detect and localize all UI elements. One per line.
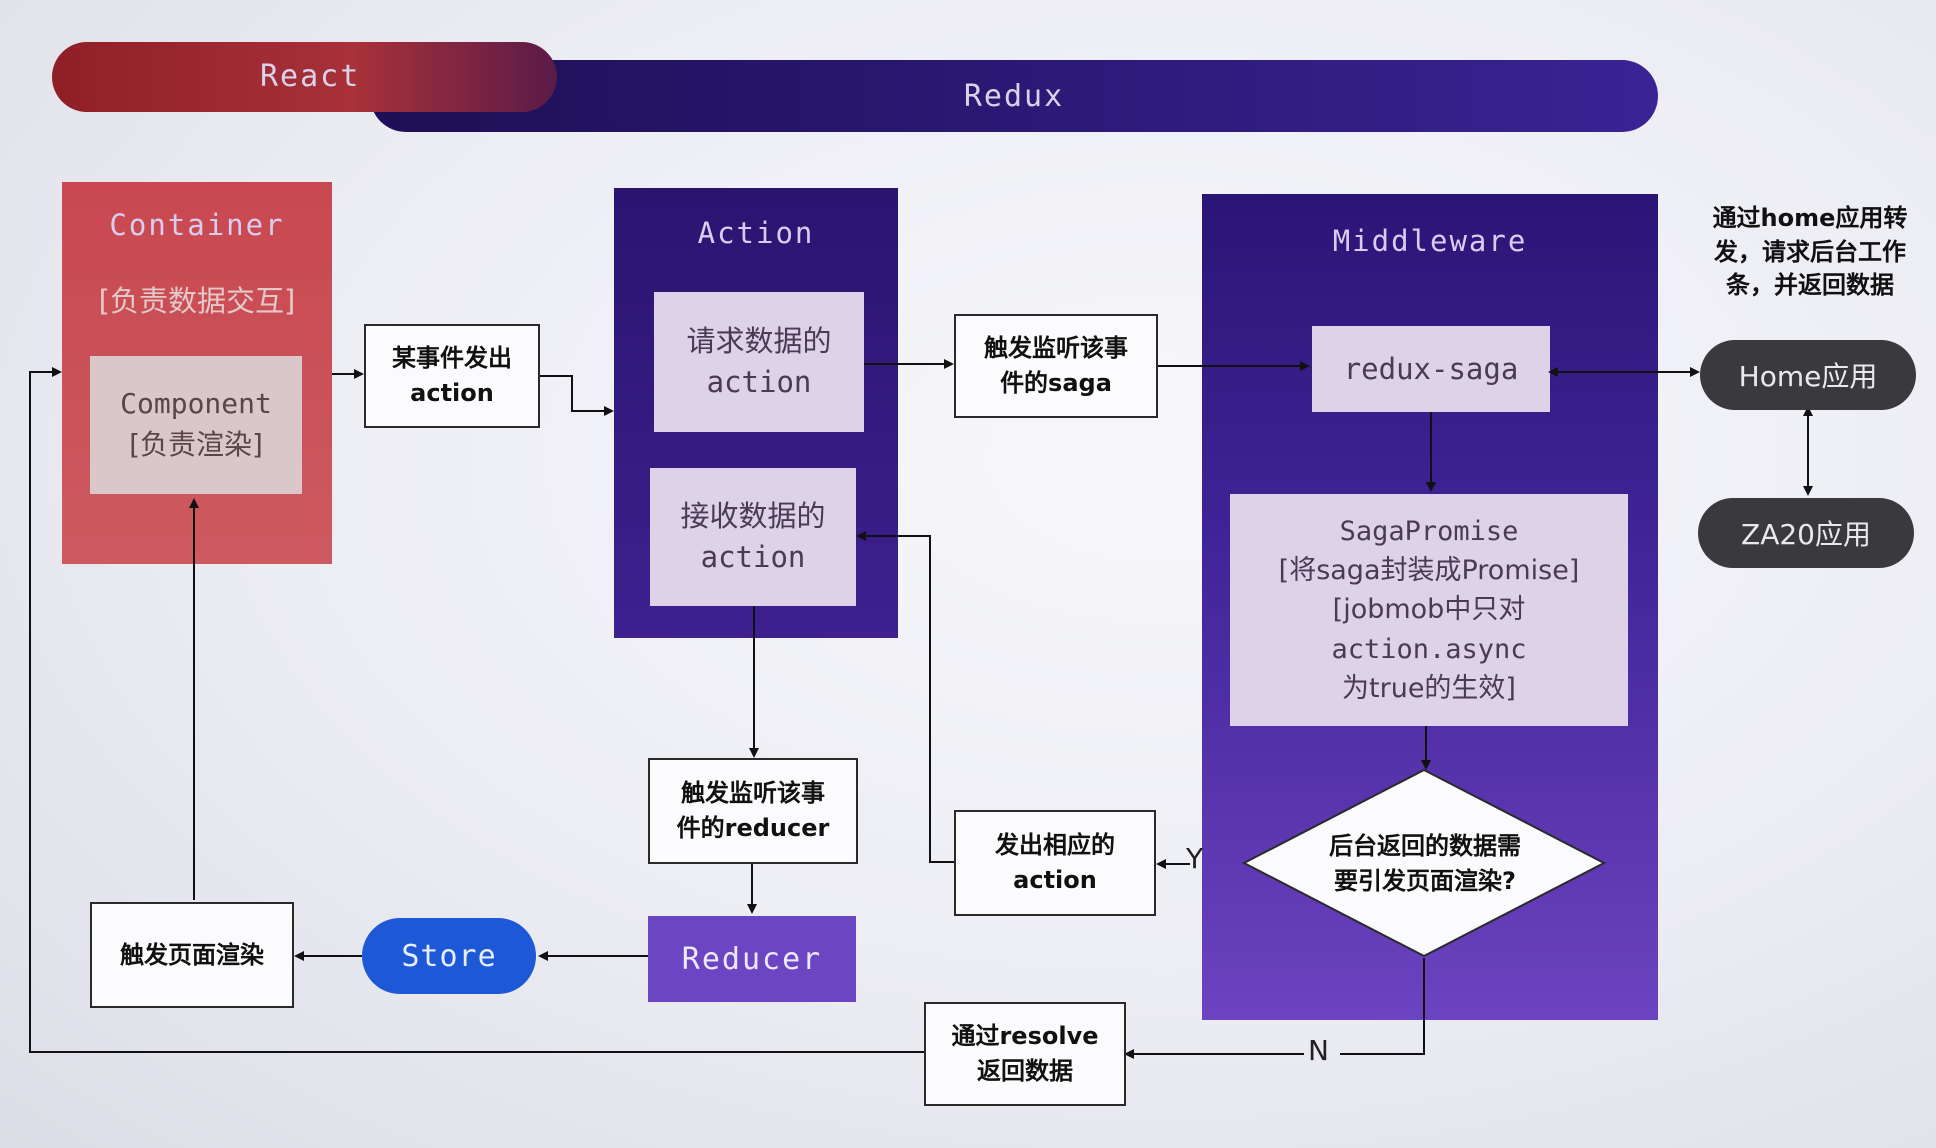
emit-action-line1: 发出相应的 bbox=[995, 831, 1115, 860]
request-action-line1: 请求数据的 bbox=[686, 324, 832, 359]
resolve-line2: 返回数据 bbox=[977, 1057, 1073, 1085]
saga-promise-line4: action.async bbox=[1331, 633, 1527, 665]
event-action-line1: 某事件发出 bbox=[392, 344, 512, 373]
saga-promise-line3: [jobmob中只对 bbox=[1332, 594, 1526, 626]
store-node: Store bbox=[362, 918, 536, 994]
resolve-line1: 通过resolve bbox=[951, 1022, 1099, 1051]
note-line3: 条，并返回数据 bbox=[1726, 271, 1894, 300]
saga-promise-line5: 为true的生效] bbox=[1342, 672, 1516, 704]
receive-action-line2: action bbox=[700, 540, 806, 574]
no-label: N bbox=[1308, 1034, 1329, 1067]
emit-action-line2: action bbox=[1013, 866, 1097, 894]
receive-action-line1: 接收数据的 bbox=[680, 499, 826, 534]
decision-line2: 要引发页面渲染? bbox=[1334, 867, 1516, 895]
action-panel: Action 请求数据的 action 接收数据的 action bbox=[614, 188, 898, 638]
request-action-line2: action bbox=[706, 365, 812, 399]
home-app-node: Home应用 bbox=[1700, 340, 1916, 410]
trigger-saga-box: 触发监听该事 件的saga bbox=[954, 314, 1158, 418]
za20-app-node: ZA20应用 bbox=[1698, 498, 1914, 568]
saga-promise-box: SagaPromise [将saga封装成Promise] [jobmob中只对… bbox=[1230, 494, 1628, 726]
container-subtitle: [负责数据交互] bbox=[98, 284, 296, 318]
decision-text: 后台返回的数据需 要引发页面渲染? bbox=[1270, 822, 1580, 906]
event-action-box: 某事件发出 action bbox=[364, 324, 540, 428]
reducer-node: Reducer bbox=[648, 916, 856, 1002]
react-bar-label: React bbox=[260, 59, 361, 94]
decision-diamond bbox=[1241, 768, 1607, 958]
receive-action-box: 接收数据的 action bbox=[650, 468, 856, 606]
resolve-box: 通过resolve 返回数据 bbox=[924, 1002, 1126, 1106]
redux-saga-box: redux-saga bbox=[1312, 326, 1550, 412]
emit-action-box: 发出相应的 action bbox=[954, 810, 1156, 916]
decision-line1: 后台返回的数据需 bbox=[1329, 832, 1521, 861]
react-bar: React bbox=[52, 42, 557, 112]
container-title: Container bbox=[109, 208, 285, 242]
trigger-reducer-line1: 触发监听该事 bbox=[681, 779, 825, 808]
yes-label: Y bbox=[1186, 842, 1204, 875]
component-label: Component bbox=[120, 387, 272, 421]
trigger-reducer-box: 触发监听该事 件的reducer bbox=[648, 758, 858, 864]
saga-promise-line2: [将saga封装成Promise] bbox=[1278, 555, 1580, 587]
render-trigger-box: 触发页面渲染 bbox=[90, 902, 294, 1008]
note-line2: 发，请求后台工作 bbox=[1714, 237, 1906, 266]
component-box: Component [负责渲染] bbox=[90, 356, 302, 494]
redux-bar-label: Redux bbox=[963, 78, 1065, 114]
note-line1: 通过home应用转 bbox=[1712, 204, 1908, 232]
action-title: Action bbox=[697, 216, 815, 250]
trigger-reducer-line2: 件的reducer bbox=[676, 814, 830, 842]
home-forward-note: 通过home应用转 发，请求后台工作 条，并返回数据 bbox=[1690, 202, 1930, 303]
middleware-title: Middleware bbox=[1332, 224, 1528, 258]
trigger-saga-line1: 触发监听该事 bbox=[984, 334, 1128, 363]
request-action-box: 请求数据的 action bbox=[654, 292, 864, 432]
component-role: [负责渲染] bbox=[129, 428, 263, 461]
redux-bar: Redux bbox=[370, 60, 1658, 132]
trigger-saga-line2: 件的saga bbox=[1000, 369, 1112, 397]
event-action-line2: action bbox=[410, 379, 494, 407]
saga-promise-line1: SagaPromise bbox=[1339, 516, 1519, 548]
middleware-panel: Middleware redux-saga SagaPromise [将saga… bbox=[1202, 194, 1658, 1020]
